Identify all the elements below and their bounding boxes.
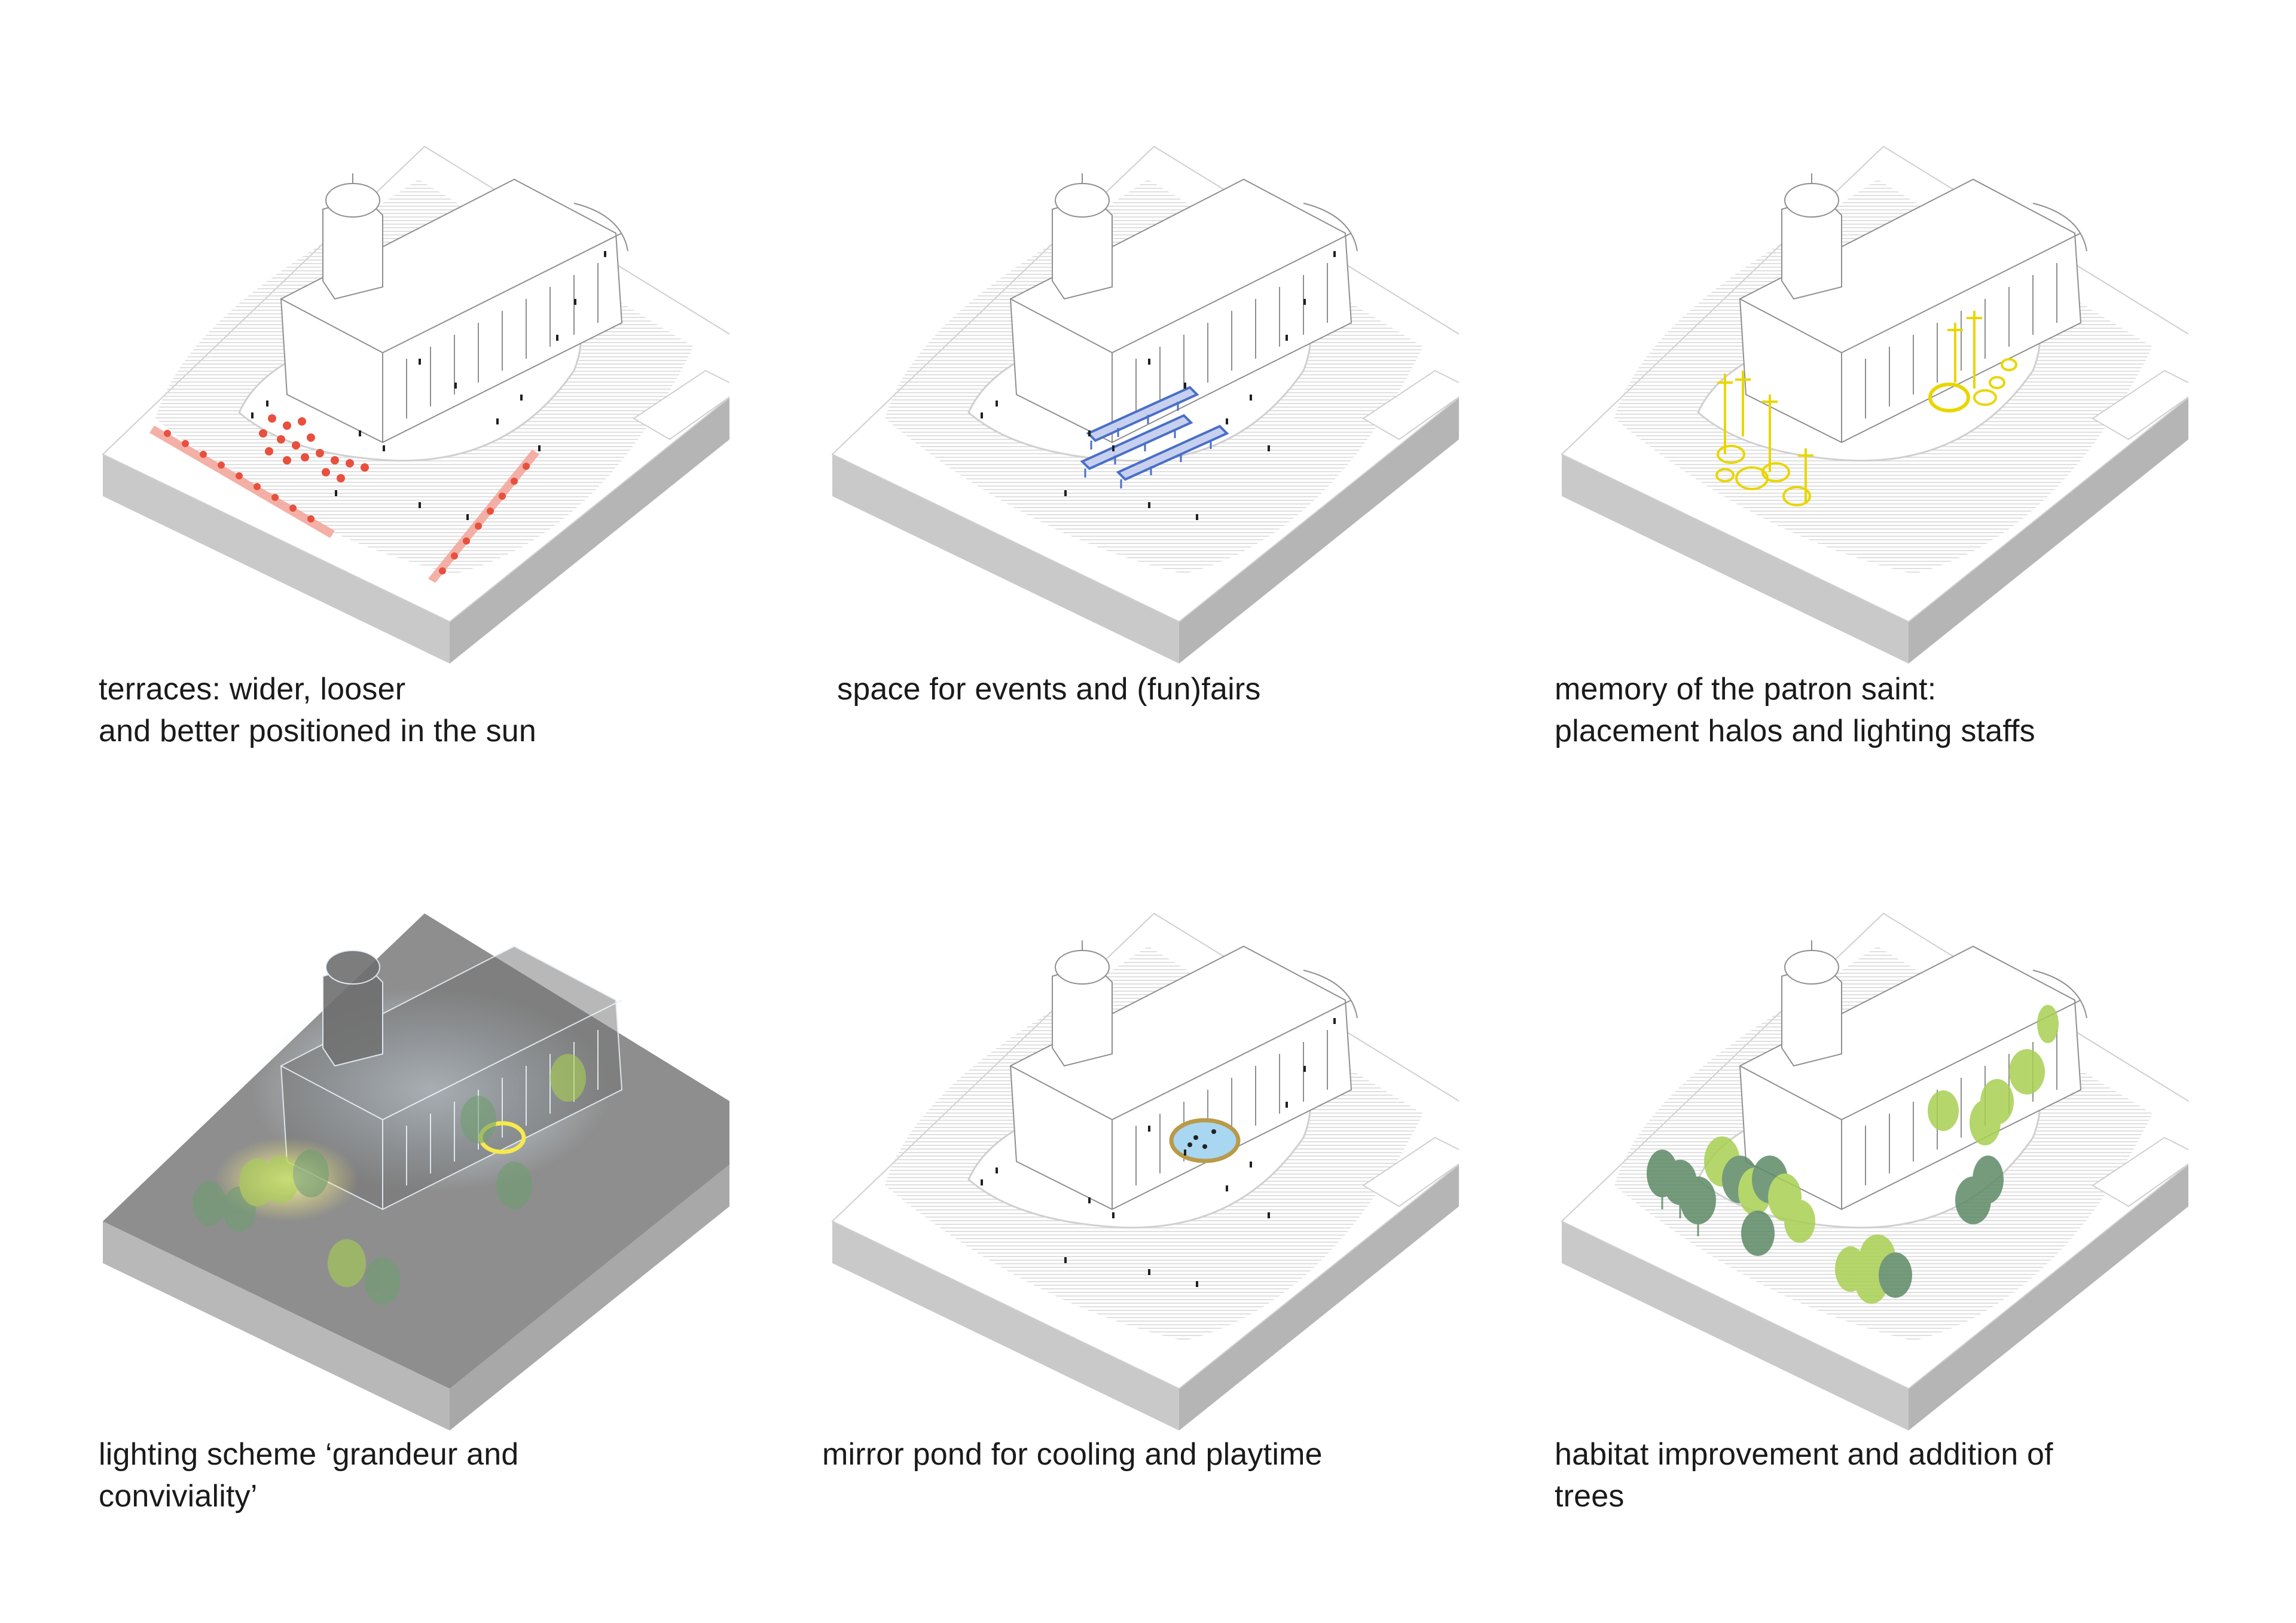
caption-line: memory of the patron saint: xyxy=(1555,672,1937,707)
panel-pond: mirror pond for cooling and playtime xyxy=(729,767,1459,1534)
isometric-site-patron-saint xyxy=(1561,145,2188,665)
caption-line: conviviality’ xyxy=(99,1479,258,1514)
panel-trees: habitat improvement and addition of tree… xyxy=(1459,767,2188,1534)
caption-line: mirror pond for cooling and playtime xyxy=(822,1437,1323,1472)
isometric-site-events xyxy=(831,145,1459,665)
caption-line: lighting scheme ‘grandeur and xyxy=(99,1437,519,1472)
caption-events: space for events and (fun)fairs xyxy=(837,668,1261,710)
pond-icon xyxy=(1169,1118,1241,1163)
isometric-site-terraces xyxy=(102,145,729,665)
panel-lighting: lighting scheme ‘grandeur and conviviali… xyxy=(0,767,729,1534)
isometric-site-trees xyxy=(1561,912,2188,1432)
isometric-site-lighting xyxy=(103,913,729,1431)
caption-line: habitat improvement and addition of xyxy=(1555,1437,2053,1472)
caption-pond: mirror pond for cooling and playtime xyxy=(822,1434,1323,1475)
terrace-chairs-icon xyxy=(149,414,539,583)
panel-events: space for events and (fun)fairs xyxy=(729,0,1459,767)
isometric-site-pond xyxy=(831,912,1459,1432)
caption-line: space for events and (fun)fairs xyxy=(837,672,1261,707)
caption-terraces: terraces: wider, looser and better posit… xyxy=(99,668,536,752)
panel-terraces: terraces: wider, looser and better posit… xyxy=(0,0,729,767)
caption-line: terraces: wider, looser xyxy=(99,672,406,707)
caption-line: and better positioned in the sun xyxy=(99,714,537,748)
market-stall-icon xyxy=(1080,386,1229,488)
tree-icon xyxy=(193,1054,586,1305)
caption-lighting: lighting scheme ‘grandeur and conviviali… xyxy=(99,1434,518,1517)
caption-patron-saint: memory of the patron saint: placement ha… xyxy=(1555,668,2035,752)
panel-patron-saint: memory of the patron saint: placement ha… xyxy=(1459,0,2188,767)
caption-line: trees xyxy=(1555,1479,1625,1514)
caption-line: placement halos and lighting staffs xyxy=(1555,714,2035,748)
halo-icon xyxy=(1715,311,2017,506)
caption-trees: habitat improvement and addition of tree… xyxy=(1555,1434,2053,1517)
tree-icon xyxy=(1647,1005,2059,1304)
